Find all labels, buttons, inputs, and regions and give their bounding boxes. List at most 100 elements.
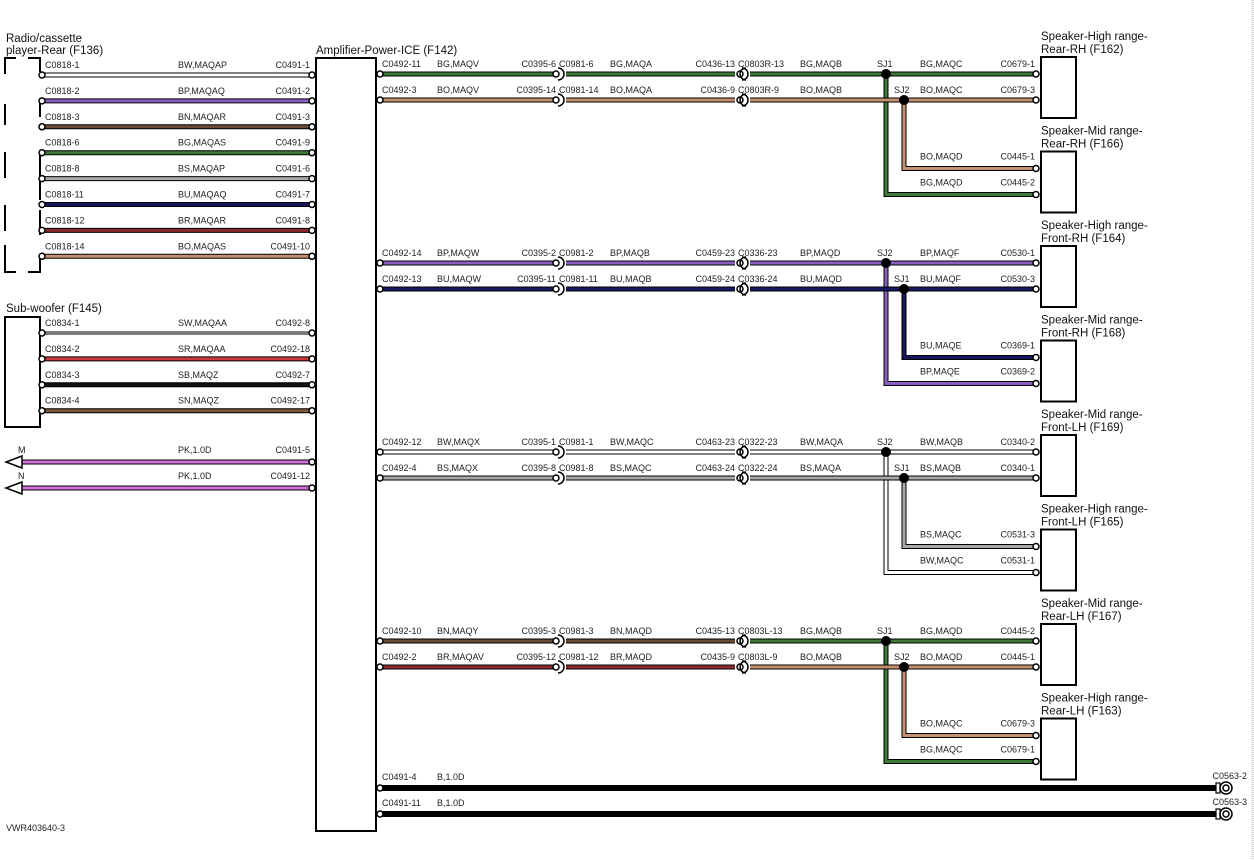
page-edge-scrollbar[interactable] (1251, 0, 1254, 860)
radio-wire-code: BW,MAQAP (178, 60, 227, 70)
amp-pin-icon (376, 285, 384, 293)
wire-code-label: BS,MAQA (800, 463, 841, 473)
splice-label: SJ1 (877, 59, 893, 69)
speaker-pin-icon (1032, 259, 1040, 267)
branch-wire (884, 641, 1036, 763)
branch-wire (884, 74, 1036, 196)
speaker-pin-icon (1032, 663, 1040, 671)
wire-code-label: BS,MAQC (920, 530, 962, 540)
speaker-pin-label: C0679-1 (1000, 745, 1035, 755)
radio-title-line1: Radio/cassette (6, 33, 82, 45)
inline-connector-label: C0981-1 (559, 437, 594, 447)
speaker-box-f166[interactable] (1040, 150, 1077, 214)
amp-pin-icon (308, 174, 316, 183)
amp-pin-icon (308, 200, 316, 209)
wire-code-label: BW,MAQC (920, 556, 964, 566)
splice-label: SJ2 (877, 437, 893, 447)
subwoofer-wire-from: C0834-2 (45, 344, 80, 354)
radio-wire-to: C0491-2 (275, 86, 310, 96)
speaker-box-f167[interactable] (1040, 623, 1077, 686)
inline-connector-label: C0435-13 (695, 626, 735, 636)
inline-connector-label: C0803L-9 (738, 652, 778, 662)
speaker-pin-icon (1032, 757, 1040, 766)
ground-point-label: C0563-3 (1212, 797, 1247, 807)
wire-code-label: BS,MAQB (920, 463, 961, 473)
speaker-pin-icon (1032, 96, 1040, 104)
splice-joint-icon (881, 258, 891, 268)
wire-code-label: BS,MAQC (610, 463, 652, 473)
wire-code-label: BS,MAQX (437, 463, 478, 473)
speaker-box-f162[interactable] (1040, 56, 1077, 119)
amp-pin-label: C0492-3 (382, 85, 417, 95)
speaker-box-f164[interactable] (1040, 245, 1077, 308)
amp-pin-label: C0492-12 (382, 437, 422, 447)
inline-connector-icon-socket (739, 93, 747, 107)
radio-wire-code: BU,MAQAQ (178, 190, 227, 200)
wire-code-label: BP,MAQW (437, 248, 480, 258)
speaker-box-f165[interactable] (1040, 528, 1077, 592)
speaker-pin-label: C0445-2 (1000, 626, 1035, 636)
speaker-pin-icon (1032, 285, 1040, 293)
wire-code-label: BO,MAQV (437, 85, 479, 95)
radio-wire-to: C0491-9 (275, 138, 310, 148)
wire-code-label: BO,MAQB (800, 652, 842, 662)
radio-connector-box (4, 57, 41, 273)
wire-code-label: BU,MAQE (920, 341, 962, 351)
wire-code-label: BW,MAQX (437, 437, 480, 447)
amp-pin-icon (308, 226, 316, 235)
speaker-title-line1: Speaker-Mid range- (1041, 598, 1143, 610)
speaker-title-line2: Rear-LH (F167) (1041, 611, 1122, 623)
wire-code-label: BU,MAQF (920, 274, 962, 284)
speaker-pin-icon (1032, 474, 1040, 482)
speaker-pin-icon (1032, 731, 1040, 740)
inline-connector-icon-socket (739, 67, 747, 81)
splice-joint-icon (899, 473, 909, 483)
subwoofer-wire-to: C0492-18 (270, 344, 310, 354)
inline-connector-icon-socket (739, 660, 747, 674)
inline-connector-label: C0463-23 (695, 437, 735, 447)
radio-wire-from: C0818-1 (45, 60, 80, 70)
subwoofer-pin-icon (38, 355, 46, 363)
ground-wire-from: C0491-11 (382, 798, 421, 808)
speaker-pin-icon (1032, 542, 1040, 551)
amp-pin-icon (308, 252, 316, 261)
wire-code-label: BO,MAQB (800, 85, 842, 95)
inline-connector-icon-shell (557, 660, 565, 674)
speaker-title-line1: Speaker-High range- (1041, 31, 1148, 43)
speaker-box-f163[interactable] (1040, 717, 1077, 781)
subwoofer-box[interactable] (4, 316, 41, 428)
radio-wire-from: C0818-8 (45, 164, 80, 174)
radio-pin-icon (38, 123, 46, 131)
speaker-box-f169[interactable] (1040, 434, 1077, 497)
inline-connector-label: C0322-23 (738, 437, 778, 447)
inline-connector-icon-shell (557, 93, 565, 107)
splice-label: SJ1 (894, 274, 910, 284)
speaker-pin-label: C0340-1 (1000, 463, 1035, 473)
inline-connector-icon (552, 474, 560, 482)
speaker-title-line1: Speaker-High range- (1041, 220, 1148, 232)
subwoofer-wire-code: SR,MAQAA (178, 344, 226, 354)
speaker-box-f168[interactable] (1040, 339, 1077, 403)
amp-pin-icon (376, 474, 384, 482)
amp-pin-icon (376, 784, 384, 792)
inline-connector-icon-shell (557, 282, 565, 296)
offpage-wire-to: C0491-12 (270, 471, 310, 481)
subwoofer-pin-icon (38, 381, 46, 389)
speaker-pin-icon (1032, 70, 1040, 78)
speaker-title-line2: Rear-LH (F163) (1041, 706, 1122, 718)
amp-pin-icon (376, 637, 384, 645)
subwoofer-wire-code: SB,MAQZ (178, 370, 219, 380)
speaker-title-line1: Speaker-High range- (1041, 693, 1148, 705)
amp-pin-label: C0492-13 (382, 274, 422, 284)
amplifier-box[interactable] (315, 57, 377, 832)
speaker-pin-icon (1032, 353, 1040, 362)
splice-joint-icon (881, 69, 891, 79)
subwoofer-wire-to: C0492-8 (275, 318, 310, 328)
speaker-pin-icon (1032, 379, 1040, 388)
inline-connector-label: C0395-8 (521, 463, 556, 473)
wire-code-label: BP,MAQE (920, 367, 960, 377)
subwoofer-wire-from: C0834-3 (45, 370, 80, 380)
amp-pin-label: C0492-10 (382, 626, 422, 636)
speaker-pin-icon (1032, 448, 1040, 456)
